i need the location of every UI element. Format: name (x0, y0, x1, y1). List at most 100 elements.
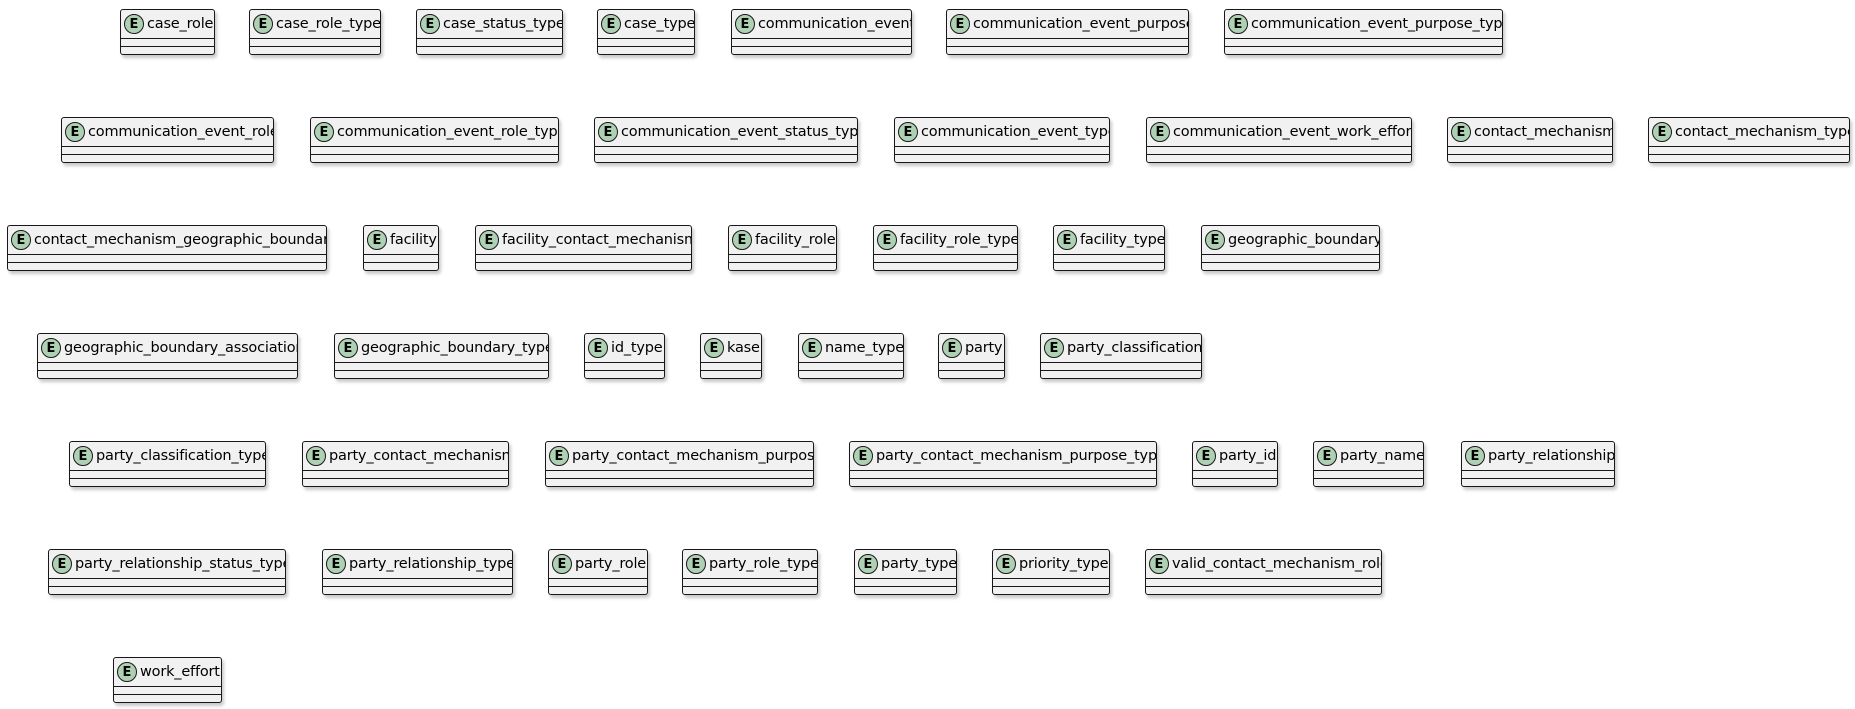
entity-attributes-section (70, 470, 265, 478)
entity-methods-section (585, 370, 664, 378)
entity-name: party_type (881, 556, 956, 572)
entity-methods-section (729, 262, 836, 270)
entity-name: party_contact_mechanism_purpose (572, 448, 813, 464)
entity-e-icon: E (735, 14, 755, 34)
entity-e-icon: E (996, 554, 1016, 574)
entity-methods-section (8, 262, 326, 270)
entity-name: party_role (575, 556, 647, 572)
entity-methods-section (683, 586, 817, 594)
entity-attributes-section (303, 470, 508, 478)
entity-name: geographic_boundary (1228, 232, 1379, 248)
entity-e-icon: E (306, 446, 326, 466)
entity-e-icon: E (326, 554, 346, 574)
entity-methods-section (323, 586, 512, 594)
entity-e-icon: E (117, 662, 137, 682)
entity-name: name_type (825, 340, 903, 356)
entity-attributes-section (855, 578, 956, 586)
entity-methods-section (364, 262, 438, 270)
entity-name: party_classification (1067, 340, 1201, 356)
entity-name: communication_event_status_type (621, 124, 857, 140)
entity-attributes-section (417, 38, 562, 46)
entity-name: valid_contact_mechanism_role (1172, 556, 1381, 572)
entity-e-icon: E (588, 338, 608, 358)
entity-attributes-section (49, 578, 285, 586)
entity-attributes-section (364, 254, 438, 262)
entity-attributes-section (1225, 38, 1502, 46)
entity-methods-section (114, 694, 221, 702)
entity-attributes-section (1649, 146, 1849, 154)
entity-attributes-section (546, 470, 813, 478)
entity-name: party_role_type (709, 556, 817, 572)
entity-methods-section (732, 46, 911, 54)
entity-methods-section (546, 478, 813, 486)
entity-methods-section (874, 262, 1017, 270)
entity-e-icon: E (1196, 446, 1216, 466)
entity-attributes-section (895, 146, 1109, 154)
entity-name: party_relationship_status_type (75, 556, 285, 572)
entity-methods-section (598, 46, 694, 54)
entity-methods-section (121, 46, 214, 54)
entity-name: communication_event_role (88, 124, 273, 140)
entity-methods-section (549, 586, 647, 594)
entity-attributes-section (250, 38, 380, 46)
entity-e-icon: E (1150, 122, 1170, 142)
entity-e-icon: E (1149, 554, 1169, 574)
entity-methods-section (701, 370, 761, 378)
entity-attributes-section (1041, 362, 1201, 370)
